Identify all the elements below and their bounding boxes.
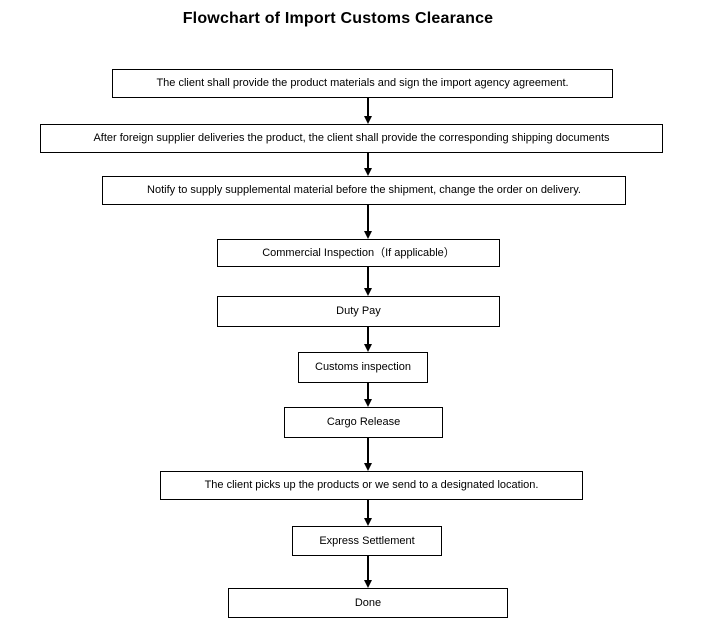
page-title: Flowchart of Import Customs Clearance <box>182 10 494 27</box>
arrow-down-icon <box>364 205 372 239</box>
arrow-down-icon <box>364 98 372 124</box>
node-done: Done <box>228 588 508 618</box>
node-supplemental-material: Notify to supply supplemental material b… <box>102 176 626 205</box>
node-express-settlement: Express Settlement <box>292 526 442 556</box>
arrow-down-icon <box>364 267 372 296</box>
node-commercial-inspection: Commercial Inspection（If applicable） <box>217 239 500 267</box>
arrow-down-icon <box>364 153 372 176</box>
node-pickup-or-delivery: The client picks up the products or we s… <box>160 471 583 500</box>
arrow-down-icon <box>364 327 372 352</box>
node-agreement: The client shall provide the product mat… <box>112 69 613 98</box>
node-cargo-release: Cargo Release <box>284 407 443 438</box>
node-duty-pay: Duty Pay <box>217 296 500 327</box>
arrow-down-icon <box>364 500 372 526</box>
arrow-down-icon <box>364 438 372 471</box>
node-shipping-documents: After foreign supplier deliveries the pr… <box>40 124 663 153</box>
arrow-down-icon <box>364 383 372 407</box>
node-customs-inspection: Customs inspection <box>298 352 428 383</box>
arrow-down-icon <box>364 556 372 588</box>
